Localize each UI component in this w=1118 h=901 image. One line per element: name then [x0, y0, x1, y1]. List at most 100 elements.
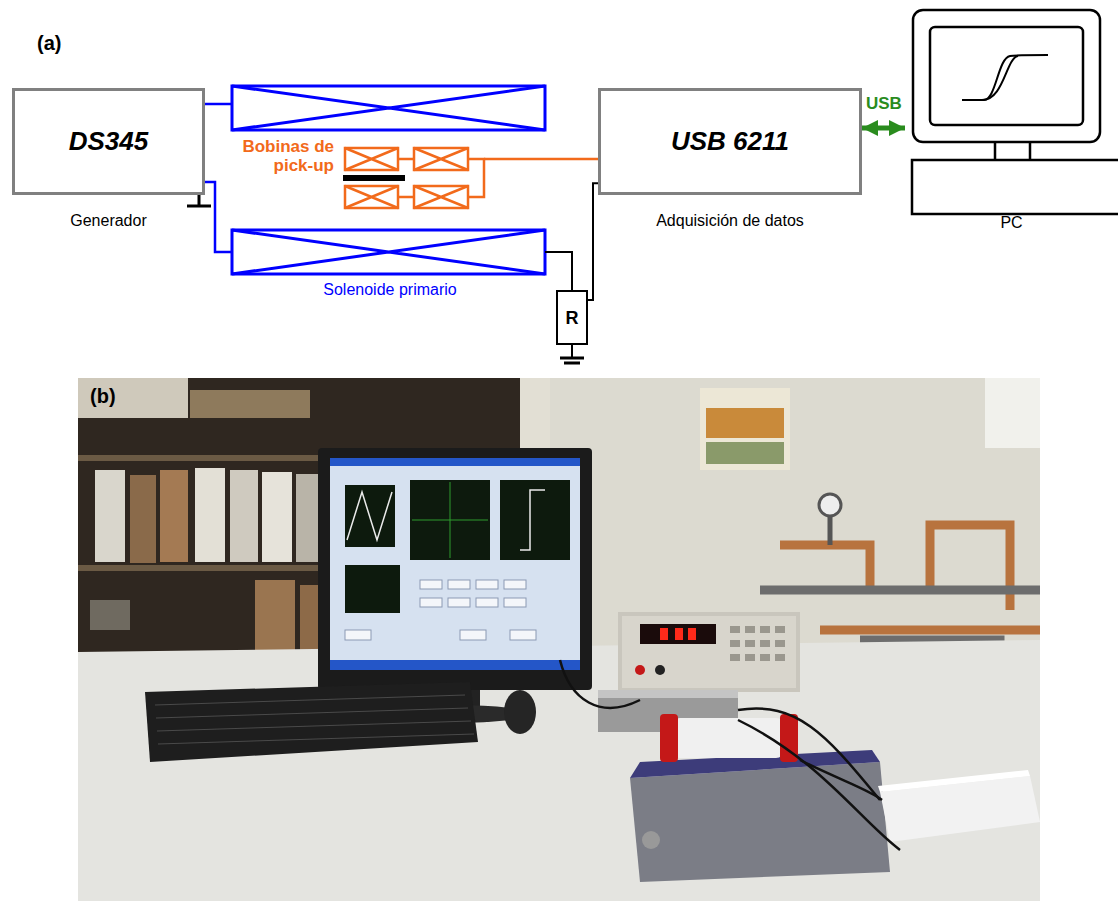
- lab-photo: [598, 690, 738, 698]
- primary-solenoid: [232, 86, 545, 130]
- pc-caption: PC: [905, 214, 1118, 232]
- lab-photo: [330, 660, 580, 670]
- lab-photo: [476, 598, 498, 607]
- resistor-symbol: R: [556, 290, 588, 345]
- pc-icon: [930, 27, 1083, 125]
- pc-icon: [962, 55, 1048, 100]
- pickup-coils: [345, 186, 398, 208]
- lab-photo: [420, 580, 442, 589]
- pc-icon: [995, 142, 1030, 160]
- lab-photo: [230, 470, 258, 562]
- lab-photo: [345, 565, 400, 613]
- primary-solenoid: [232, 230, 545, 274]
- lab-photo: [819, 494, 841, 516]
- lab-photo: [420, 598, 442, 607]
- lab-photo: [930, 525, 1010, 610]
- lab-photo: [345, 485, 395, 547]
- lab-photo: [780, 545, 870, 590]
- lab-photo: [622, 616, 796, 688]
- instrument-caption: Generador: [0, 212, 222, 230]
- usb-link: [862, 126, 905, 131]
- pickup-coils: [414, 186, 468, 208]
- lab-photo: [78, 455, 340, 461]
- lab-photo: [745, 640, 755, 647]
- pc-icon: [913, 10, 1100, 142]
- daq-box: USB 6211Adquisición de datos: [598, 88, 862, 195]
- lab-photo: [460, 630, 486, 640]
- lab-photo: [775, 640, 785, 647]
- pickup-coils: [345, 148, 398, 170]
- lab-photo: [760, 654, 770, 661]
- terminal: [195, 100, 610, 187]
- lab-photo: [504, 598, 526, 607]
- primary-solenoid: [232, 86, 545, 130]
- lab-photo: [510, 630, 536, 640]
- lab-photo: [745, 626, 755, 633]
- pickup-coils: [345, 148, 398, 170]
- lab-photo: [820, 626, 1040, 635]
- lab-photo: [878, 770, 1030, 792]
- lab-photo: [504, 580, 526, 589]
- lab-photo: [347, 492, 392, 540]
- lab-photo: [660, 714, 678, 762]
- lab-photo: [660, 628, 668, 640]
- lab-photo: [730, 654, 740, 661]
- lab-photo: [560, 660, 900, 850]
- lab-photo: [190, 390, 310, 418]
- primary-solenoid: [232, 230, 545, 274]
- lab-photo: [448, 580, 470, 589]
- lab-photo: [672, 718, 784, 758]
- pc-icon: [912, 10, 1118, 214]
- lab-photo: [330, 458, 580, 670]
- lab-photo: [688, 628, 696, 640]
- lab-photo: [160, 470, 188, 562]
- lab-photo: [410, 480, 490, 560]
- lab-photo: [642, 831, 660, 849]
- lab-photo: [90, 600, 130, 630]
- lab-photo: [130, 475, 156, 563]
- lab-photo: [635, 665, 645, 675]
- lab-photo: [330, 458, 580, 466]
- primary-wire: [203, 104, 232, 252]
- pc-icon: [982, 56, 1018, 100]
- lab-photo: [78, 378, 1040, 901]
- lab-photo: [155, 695, 474, 744]
- lab-photo: [345, 580, 536, 640]
- lab-photo: [78, 378, 188, 418]
- lab-photo: [775, 626, 785, 633]
- lab-photo: [706, 408, 784, 438]
- lab-photo: [262, 472, 292, 562]
- lab-photo: [448, 598, 470, 607]
- lab-photo: [155, 695, 474, 744]
- pickup-coils: [468, 159, 484, 197]
- lab-photo: [345, 630, 371, 640]
- lab-photo: [476, 580, 498, 589]
- lab-photo: [618, 612, 800, 692]
- ground-symbol: [560, 358, 584, 363]
- pc-node: PC: [905, 6, 1118, 238]
- resistor-wire: [571, 345, 573, 358]
- lab-photo: [78, 378, 1040, 901]
- edge-label: USB: [864, 94, 904, 114]
- pickup-coils: [414, 186, 468, 208]
- instrument-name: DS345: [15, 127, 202, 157]
- lab-photo: [730, 626, 740, 633]
- lab-photo: [985, 378, 1040, 448]
- lab-photo: [504, 690, 536, 734]
- lab-photo: [550, 378, 1040, 648]
- pickup-coils: [345, 186, 398, 208]
- lab-photo: [828, 516, 833, 545]
- lab-photo: [195, 468, 225, 562]
- solenoid-label: Solenoide primario: [295, 281, 485, 299]
- pickup-coils: [414, 148, 468, 170]
- lab-photo: [760, 626, 770, 633]
- generator-box: DS345Generador: [12, 88, 205, 195]
- lab-photo: [760, 586, 1040, 595]
- pickup-coils: [414, 148, 468, 170]
- lab-photo: [775, 654, 785, 661]
- lab-photo: [706, 442, 784, 464]
- lab-photo: [145, 682, 478, 762]
- ground-symbol: [187, 195, 584, 363]
- lab-photo: [675, 628, 683, 640]
- lab-photo: [640, 624, 716, 644]
